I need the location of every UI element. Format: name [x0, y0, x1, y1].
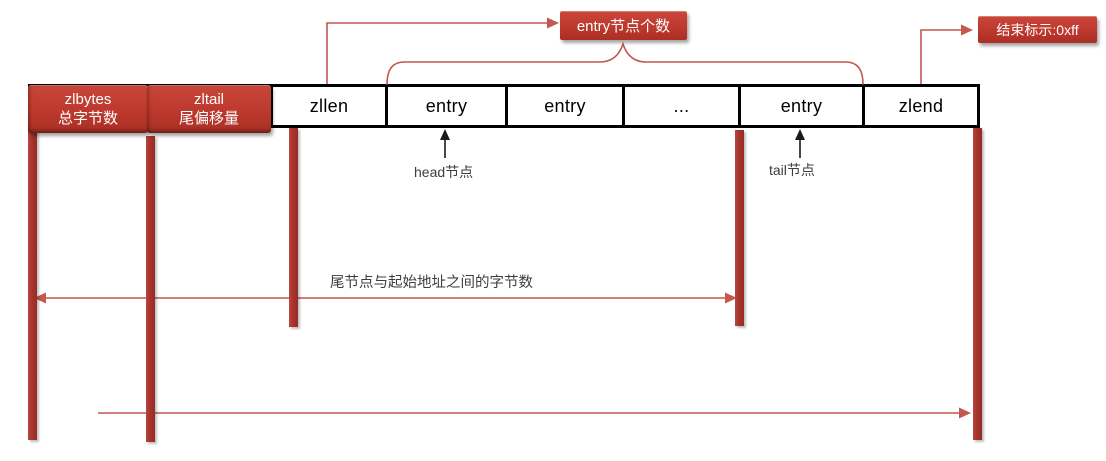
- entries-brace: [386, 41, 864, 85]
- tail-node-arrowhead-icon: [795, 129, 805, 140]
- total-bytes-arrowhead-icon: [959, 407, 971, 419]
- cell-zlbytes: zlbytes 总字节数: [28, 85, 148, 133]
- zlend-to-end-marker-line: [920, 29, 961, 84]
- offset-bar-start: [28, 131, 37, 440]
- cell-zlend: zlend: [865, 87, 977, 125]
- zltail-sublabel: 尾偏移量: [178, 110, 239, 127]
- cell-zllen: zllen: [273, 87, 388, 125]
- end-marker-callout-label: 结束标示:0xff: [996, 21, 1079, 38]
- zltail-label: zltail: [193, 90, 224, 108]
- end-marker-arrowhead-icon: [961, 24, 973, 36]
- offset-bar-after-zltail: [289, 128, 298, 327]
- offset-bar-tail-entry: [735, 130, 744, 326]
- head-node-label: head节点: [414, 164, 474, 180]
- end-marker-callout: 结束标示:0xff: [978, 16, 1097, 43]
- cell-zltail: zltail 尾偏移量: [147, 85, 271, 133]
- cell-entry-tail: entry: [741, 87, 865, 125]
- cell-entry-2: entry: [508, 87, 625, 125]
- offset-bar-after-zlbytes: [146, 136, 155, 442]
- cell-entry-head: entry: [388, 87, 508, 125]
- cell-zllen-label: zllen: [309, 95, 349, 116]
- cell-entry-2-label: entry: [544, 95, 586, 116]
- head-node-arrowhead-icon: [440, 129, 450, 140]
- cell-ellipsis: ...: [625, 87, 741, 125]
- zllen-to-entry-count-line: [326, 22, 548, 84]
- entry-count-callout: entry节点个数: [560, 11, 687, 40]
- entry-count-arrowhead-icon: [547, 17, 559, 29]
- zlbytes-label: zlbytes: [64, 90, 112, 108]
- cell-entry-tail-label: entry: [780, 95, 823, 116]
- cell-zlend-label: zlend: [898, 95, 944, 116]
- zlbytes-sublabel: 总字节数: [57, 110, 118, 127]
- tail-node-label: tail节点: [769, 162, 815, 178]
- cell-entry-head-label: entry: [425, 95, 468, 116]
- cell-ellipsis-label: ...: [673, 95, 690, 116]
- offset-bar-end: [973, 128, 982, 440]
- tail-offset-label: 尾节点与起始地址之间的字节数: [330, 275, 533, 291]
- entry-count-callout-label: entry节点个数: [576, 18, 671, 35]
- cell-zltail-under: [150, 87, 273, 125]
